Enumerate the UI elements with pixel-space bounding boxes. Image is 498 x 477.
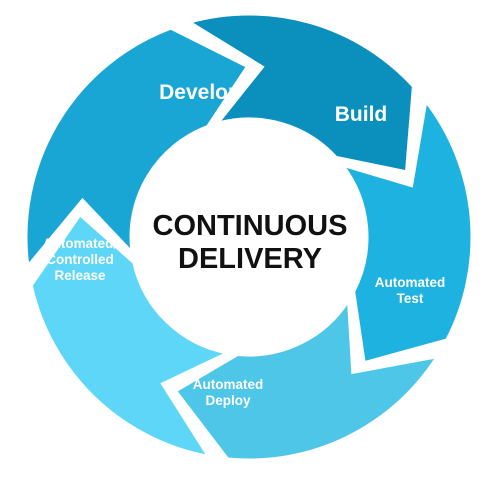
- center-title-line1: CONTINUOUS: [153, 210, 348, 242]
- center-title-line2: DELIVERY: [178, 243, 322, 275]
- label-automated-controlled-release-line2: Controlled: [46, 252, 114, 267]
- label-automated-deploy-line1: Automated: [193, 377, 264, 392]
- label-automated-controlled-release-line3: Release: [54, 268, 106, 283]
- label-automated-deploy-line2: Deploy: [205, 393, 251, 408]
- label-automated-test-line2: Test: [397, 291, 424, 306]
- label-build-line1: Build: [335, 103, 388, 126]
- label-automated-controlled-release-line1: Automated/: [43, 236, 117, 251]
- center-circle: [131, 119, 367, 355]
- stage-labels: DevelopBuildAutomatedTestAutomatedDeploy…: [43, 81, 445, 408]
- cycle-segments: [24, 12, 474, 462]
- label-develop-line1: Develop: [159, 81, 241, 104]
- label-automated-test-line1: Automated: [375, 275, 446, 290]
